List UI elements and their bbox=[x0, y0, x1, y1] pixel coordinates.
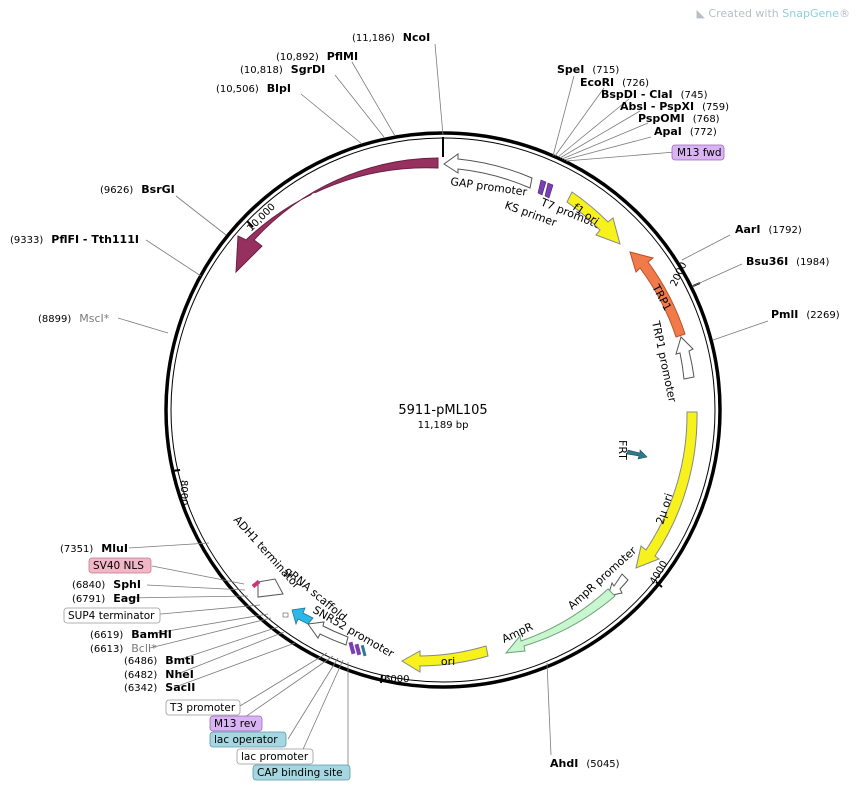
feature-adh1-terminator[interactable] bbox=[257, 578, 284, 598]
boxed-cap-binding-site[interactable]: CAP binding site bbox=[252, 764, 351, 781]
ori-label: ori bbox=[441, 655, 455, 668]
m13-rev-mark bbox=[348, 641, 356, 655]
feature-snr52-promoter[interactable] bbox=[307, 621, 349, 646]
t3-promoter-label: T3 promoter bbox=[169, 702, 236, 714]
t3-mark bbox=[354, 643, 362, 656]
site-msci[interactable]: (8899)MscI* bbox=[38, 312, 110, 325]
boxed-m13-rev[interactable]: M13 rev bbox=[209, 715, 263, 732]
site-pflfi-tth111i[interactable]: (9333)PflFI - Tth111I bbox=[10, 233, 139, 246]
site-ncoi[interactable]: (11,186)NcoI bbox=[352, 31, 430, 44]
lac-operator-mark bbox=[360, 644, 367, 657]
feature-f1-ori[interactable] bbox=[566, 191, 621, 245]
adh1-terminator-label: ADH1 terminator bbox=[231, 513, 303, 591]
site-pmli[interactable]: PmlI(2269) bbox=[771, 308, 840, 321]
feature-ampr[interactable] bbox=[504, 588, 616, 654]
boxed-lac-operator[interactable]: lac operator bbox=[209, 731, 287, 748]
site-bsrgi[interactable]: (9626)BsrGI bbox=[100, 183, 175, 196]
boxed-sup4-terminator[interactable]: SUP4 terminator bbox=[63, 607, 161, 624]
feature-t7-promoter[interactable] bbox=[537, 179, 547, 196]
site-mlui[interactable]: (7351)MluI bbox=[60, 542, 128, 555]
m13-rev-label: M13 rev bbox=[214, 718, 257, 730]
site-sphi[interactable]: (6840)SphI bbox=[72, 578, 141, 591]
tick-mark bbox=[380, 674, 383, 684]
plasmid-size: 11,189 bp bbox=[418, 420, 469, 431]
site-bmti[interactable]: (6486)BmtI bbox=[124, 654, 194, 667]
frt-label: FRT bbox=[616, 440, 629, 460]
feature-gap-promoter[interactable] bbox=[443, 153, 533, 189]
boxed-sv40-nls[interactable]: SV40 NLS bbox=[88, 557, 152, 574]
cap-binding-site-label: CAP binding site bbox=[257, 767, 343, 779]
boxed-m13-fwd[interactable]: M13 fwd bbox=[671, 144, 725, 161]
feature-frt[interactable] bbox=[626, 449, 648, 460]
site-bspdi-clai[interactable]: BspDI - ClaI(745) bbox=[601, 88, 708, 101]
tick-label-6000: 6000 bbox=[384, 674, 409, 685]
site-nhei[interactable]: (6482)NheI bbox=[124, 668, 194, 681]
site-sgrdi[interactable]: (10,818)SgrDI bbox=[240, 63, 325, 76]
boxed-t3-promoter[interactable]: T3 promoter bbox=[165, 699, 241, 716]
site-absi-pspxi[interactable]: AbsI - PspXI(759) bbox=[620, 100, 729, 113]
site-ahdi[interactable]: AhdI(5045) bbox=[550, 757, 620, 770]
lac-operator-label: lac operator bbox=[214, 734, 278, 746]
tick-mark bbox=[655, 581, 663, 588]
site-aari[interactable]: AarI(1792) bbox=[735, 223, 802, 236]
site-bamhi[interactable]: (6619)BamHI bbox=[90, 628, 172, 641]
tick-mark bbox=[246, 220, 254, 228]
sv40-nls-label: SV40 NLS bbox=[93, 560, 144, 572]
site-sacii[interactable]: (6342)SacII bbox=[124, 681, 195, 694]
feature-ori[interactable] bbox=[401, 645, 489, 673]
tick-mark bbox=[171, 469, 181, 472]
feature-cas9[interactable] bbox=[0, 0, 439, 274]
snapgene-watermark: ◣ Created with SnapGene® bbox=[696, 7, 850, 20]
tick-label-8000: 8000 bbox=[178, 480, 189, 505]
feature-ampr-promoter[interactable] bbox=[607, 573, 629, 597]
sup4-terminator-label: SUP4 terminator bbox=[68, 610, 155, 622]
site-bsu36i[interactable]: Bsu36I(1984) bbox=[746, 255, 830, 268]
feature-2mu-ori[interactable] bbox=[635, 411, 698, 569]
snapgene-icon: ◣ bbox=[696, 7, 709, 20]
site-spei[interactable]: SpeI(715) bbox=[557, 63, 619, 76]
site-leader-lines bbox=[117, 43, 769, 773]
plasmid-name: 5911-pML105 bbox=[398, 403, 487, 418]
m13-fwd-label: M13 fwd bbox=[677, 147, 722, 159]
site-blpi[interactable]: (10,506)BlpI bbox=[216, 82, 291, 95]
site-ecori[interactable]: EcoRI(726) bbox=[580, 76, 649, 89]
small-features-cluster bbox=[251, 579, 367, 657]
feature-grna-scaffold[interactable] bbox=[291, 607, 314, 626]
feature-ks-primer[interactable] bbox=[544, 182, 554, 199]
site-pspomi[interactable]: PspOMI(768) bbox=[638, 112, 720, 125]
sv40-nls-mark bbox=[251, 579, 261, 589]
feature-trp1-promoter[interactable] bbox=[675, 336, 695, 380]
site-apai[interactable]: ApaI(772) bbox=[654, 125, 717, 138]
site-eagi[interactable]: (6791)EagI bbox=[72, 592, 140, 605]
site-bcli[interactable]: (6613)BclI* bbox=[90, 642, 157, 655]
sup4-mark bbox=[282, 612, 289, 618]
feature-trp1[interactable] bbox=[629, 251, 686, 338]
lac-promoter-label: lac promoter bbox=[241, 751, 309, 763]
boxed-lac-promoter[interactable]: lac promoter bbox=[236, 748, 314, 765]
site-pflmi[interactable]: (10,892)PflMI bbox=[276, 50, 358, 63]
